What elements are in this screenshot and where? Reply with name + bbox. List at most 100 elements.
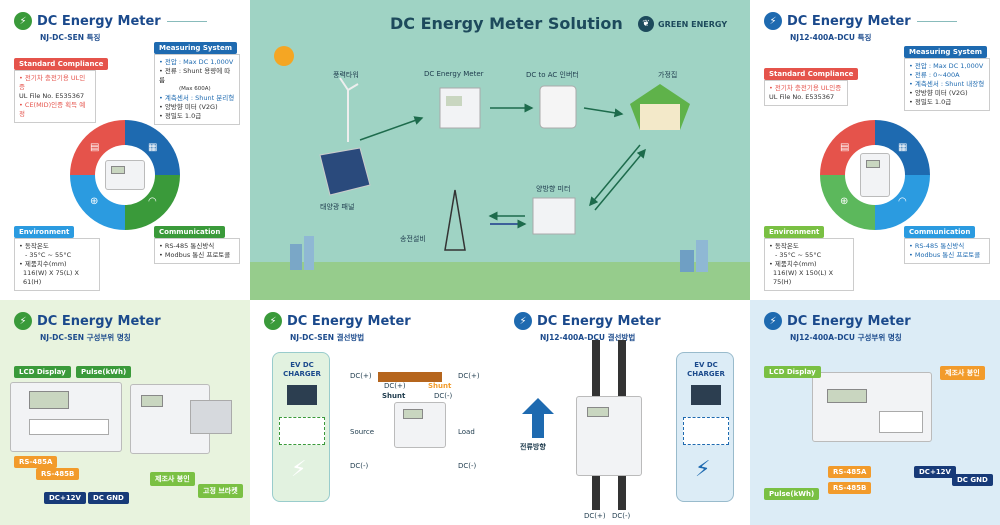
panel-title: DC Energy Meter xyxy=(787,313,911,329)
wifi-icon: ◠ xyxy=(898,196,907,207)
plug-icon: ⚡ xyxy=(514,312,532,330)
label-tower: 송전설비 xyxy=(400,235,426,243)
ev-charger: EV DC CHARGER ⚡ xyxy=(676,352,734,502)
environment-box: • 동작온도 - 35°C ~ 55°C • 제품치수(mm) 116(W) X… xyxy=(14,238,100,291)
dcgnd-tag: DC GND xyxy=(952,474,993,486)
label-home: 가정집 xyxy=(658,71,678,79)
label-dc-plus-right: DC(+) xyxy=(458,372,480,380)
pulse-tag: Pulse(kWh) xyxy=(76,366,132,378)
plug-icon: ⚡ xyxy=(14,312,32,330)
label-solar: 태양광 패널 xyxy=(320,203,355,211)
seal-tag: 제조사 봉인 xyxy=(150,472,195,486)
meter-image xyxy=(105,160,145,190)
solution-diagram xyxy=(250,46,750,300)
panel-title: DC Energy Meter xyxy=(287,313,411,329)
environment-tag: Environment xyxy=(764,226,825,238)
label-shunt-top: Shunt xyxy=(428,382,452,390)
thermometer-icon: ⊕ xyxy=(90,196,99,207)
label-shunt: Shunt xyxy=(382,392,406,400)
sun-icon xyxy=(274,46,294,66)
solar-panel xyxy=(319,147,371,196)
meter-front-image xyxy=(10,382,122,452)
seal-tag: 제조사 봉인 xyxy=(940,366,985,380)
dc-meter-image xyxy=(439,87,481,129)
document-icon: ▤ xyxy=(840,142,850,153)
rs485b-tag: RS-485B xyxy=(36,468,80,480)
pulse-tag: Pulse(kWh) xyxy=(764,488,820,500)
panel-header: ⚡ DC Energy Meter xyxy=(14,12,207,30)
panel-nj12-wiring: ⚡ DC Energy Meter NJ12-400A-DCU 결선방법 전류방… xyxy=(500,300,750,525)
ev-charger: EV DC CHARGER ⚡ xyxy=(272,352,330,502)
panel-nj12-features: ⚡ DC Energy Meter NJ12-400A-DCU 특징 Stand… xyxy=(750,0,1000,300)
panel-header: ⚡ DC Energy Meter xyxy=(764,12,957,30)
panel-title: DC Energy Meter xyxy=(787,13,911,29)
label-inverter: DC to AC 인버터 xyxy=(526,71,579,79)
lcd-display-tag: LCD Display xyxy=(764,366,821,378)
meter-icon: ▦ xyxy=(898,142,908,153)
dc12v-tag: DC+12V xyxy=(914,466,956,478)
label-wind: 풍력타워 xyxy=(333,71,359,79)
panel-header: ⚡ DC Energy Meter xyxy=(514,312,661,330)
lightning-icon: ⚡ xyxy=(291,457,307,482)
transmission-tower xyxy=(444,189,466,251)
label-dc-plus: DC(+) xyxy=(584,512,606,520)
meter-icon: ▦ xyxy=(148,142,158,153)
up-arrow-icon xyxy=(522,398,554,438)
panel-subtitle: NJ12-400A-DCU 결선방법 xyxy=(540,333,636,342)
label-dc-minus-mid: DC(-) xyxy=(434,392,453,400)
panel-nj-dc-sen-wiring: ⚡ DC Energy Meter NJ-DC-SEN 결선방법 EV DC C… xyxy=(250,300,500,525)
meter-image xyxy=(394,402,446,448)
standard-compliance-tag: Standard Compliance xyxy=(764,68,859,80)
leaf-icon: ❦ xyxy=(638,16,654,32)
meter-image xyxy=(576,396,642,476)
label-dc-plus-left: DC(+) xyxy=(350,372,372,380)
bidirectional-meter-image xyxy=(532,197,576,235)
rs485a-tag: RS-485A xyxy=(828,466,872,478)
panel-header: ⚡ DC Energy Meter xyxy=(264,312,411,330)
dc12v-tag: DC+12V xyxy=(44,492,86,504)
meter-image xyxy=(812,372,932,442)
inverter-image xyxy=(539,85,577,129)
standard-compliance-tag: Standard Compliance xyxy=(14,58,109,70)
panel-header: ⚡ DC Energy Meter xyxy=(14,312,161,330)
measuring-system-box: • 전압 : Max DC 1,000V • 전류 : 0~400A • 계측센… xyxy=(904,58,990,111)
label-dc-minus-right: DC(-) xyxy=(458,462,477,470)
measuring-system-tag: Measuring System xyxy=(904,46,988,58)
panel-subtitle: NJ-DC-SEN 결선방법 xyxy=(290,333,365,342)
feature-donut: ▤ ▦ ⊕ ◠ xyxy=(70,120,180,230)
plug-icon: ⚡ xyxy=(14,12,32,30)
document-icon: ▤ xyxy=(90,142,100,153)
panel-nj-dc-sen-parts: ⚡ DC Energy Meter NJ-DC-SEN 구성부위 명칭 LCD … xyxy=(0,300,250,525)
label-bidirectional-meter: 양방향 미터 xyxy=(536,185,571,193)
shunt-bar xyxy=(378,372,442,382)
dcgnd-tag: DC GND xyxy=(88,492,129,504)
panel-title: DC Energy Meter xyxy=(37,13,161,29)
green-energy-badge: ❦GREEN ENERGY xyxy=(638,16,727,32)
measuring-system-box: • 전압 : Max DC 1,000V • 전류 : Shunt 용량에 따름… xyxy=(154,54,240,125)
panel-solution: DC Energy Meter Solution ❦GREEN ENERGY 풍… xyxy=(250,0,750,300)
solution-title: DC Energy Meter Solution xyxy=(390,14,623,33)
bracket-tag: 고정 브라켓 xyxy=(198,484,243,498)
rs485a-tag: RS-485A xyxy=(14,456,58,468)
rs485b-tag: RS-485B xyxy=(828,482,872,494)
measuring-system-tag: Measuring System xyxy=(154,42,238,54)
label-current-direction: 전류방향 xyxy=(520,443,546,451)
panel-nj-dc-sen-features: ⚡ DC Energy Meter NJ-DC-SEN 특징 Standard … xyxy=(0,0,250,300)
environment-box: • 동작온도 - 35°C ~ 55°C • 제품치수(mm) 116(W) X… xyxy=(764,238,854,291)
panel-header: ⚡ DC Energy Meter xyxy=(764,312,911,330)
standard-compliance-box: • 전기차 충전기용 UL인증 UL File No. E535367 xyxy=(764,80,848,106)
standard-compliance-box: • 전기차 충전기용 UL인증 UL File No. E535367 • CE… xyxy=(14,70,96,123)
label-dc-plus-mid: DC(+) xyxy=(384,382,406,390)
plug-icon: ⚡ xyxy=(764,12,782,30)
communication-box: • RS-485 통신방식 • Modbus 통신 프로토콜 xyxy=(904,238,990,264)
feature-donut: ▤ ▦ ⊕ ◠ xyxy=(820,120,930,230)
label-dc-minus-left: DC(-) xyxy=(350,462,369,470)
panel-subtitle: NJ12-400A-DCU 특징 xyxy=(790,33,872,42)
meter-image xyxy=(860,153,890,197)
communication-tag: Communication xyxy=(154,226,226,238)
panel-subtitle: NJ-DC-SEN 특징 xyxy=(40,33,101,42)
label-load: Load xyxy=(458,428,475,436)
panel-subtitle: NJ-DC-SEN 구성부위 명칭 xyxy=(40,333,131,342)
lcd-display-tag: LCD Display xyxy=(14,366,71,378)
label-source: Source xyxy=(350,428,375,436)
